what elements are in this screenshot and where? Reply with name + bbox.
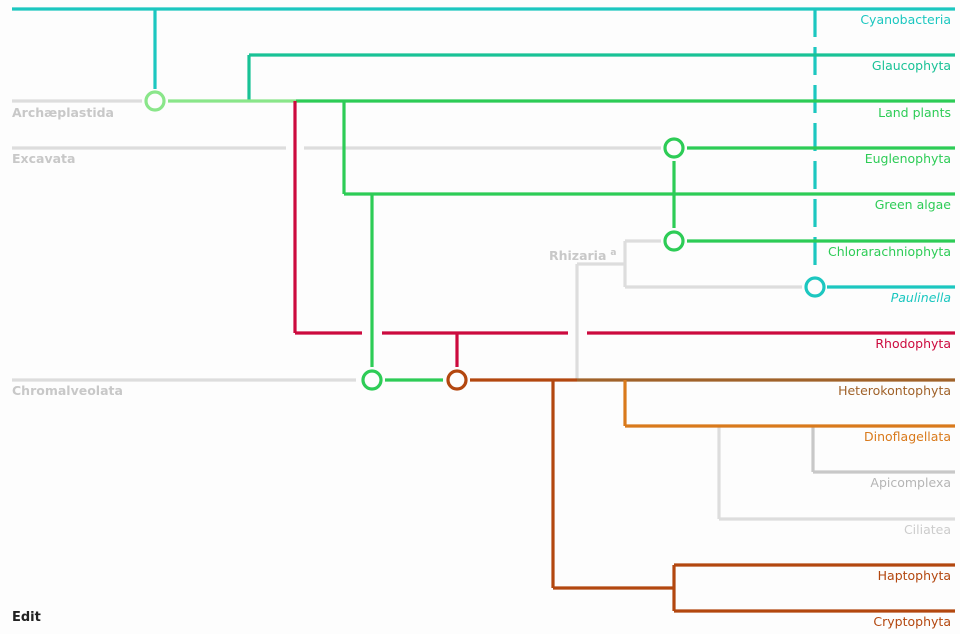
chlorarachniophyta-node	[663, 230, 685, 252]
rhodophyta-lineage	[293, 101, 955, 367]
cyanobacteria-lineage	[12, 7, 955, 289]
taxon-label-glaucophyta: Glaucophyta	[872, 58, 951, 73]
edit-link[interactable]: Edit	[12, 610, 41, 625]
archaeplastida-node	[144, 90, 166, 112]
red-secondary-node	[446, 369, 468, 391]
group-label-excavata: Excavata	[12, 151, 75, 166]
host-lineages	[12, 99, 955, 521]
green-lineage	[296, 99, 955, 382]
taxon-label-green-algae: Green algae	[875, 197, 952, 212]
taxon-label-land-plants: Land plants	[878, 105, 951, 120]
taxon-label-cyanobacteria: Cyanobacteria	[860, 12, 951, 27]
taxon-label-ciliatea: Ciliatea	[904, 522, 951, 537]
glaucophyta-lineage	[247, 53, 955, 101]
group-label-chromalveolata: Chromalveolata	[12, 383, 123, 398]
apicomplexa-lineage	[811, 426, 955, 474]
chromalveolata-lineage	[470, 378, 955, 613]
taxon-label-haptophyta: Haptophyta	[878, 568, 951, 583]
paulinella-node	[804, 276, 826, 298]
taxon-label-chlorarachniophyta: Chlorarachniophyta	[828, 244, 951, 259]
euglenophyta-node	[663, 137, 685, 159]
taxon-label-rhodophyta: Rhodophyta	[875, 336, 951, 351]
taxon-label-euglenophyta: Euglenophyta	[865, 151, 951, 166]
taxon-label-paulinella: Paulinella	[891, 290, 951, 305]
rhizaria-footnote: a	[610, 248, 616, 258]
group-label-rhizaria: Rhizaria a	[549, 248, 616, 263]
taxon-label-heterokontophyta: Heterokontophyta	[838, 383, 951, 398]
taxon-label-cryptophyta: Cryptophyta	[873, 614, 951, 629]
green-secondary-node	[361, 369, 383, 391]
group-label-archaeplastida: Archæplastida	[12, 105, 114, 120]
taxon-label-dinoflagellata: Dinoflagellata	[864, 429, 951, 444]
rhizaria-name: Rhizaria	[549, 248, 606, 263]
taxon-label-apicomplexa: Apicomplexa	[870, 475, 951, 490]
